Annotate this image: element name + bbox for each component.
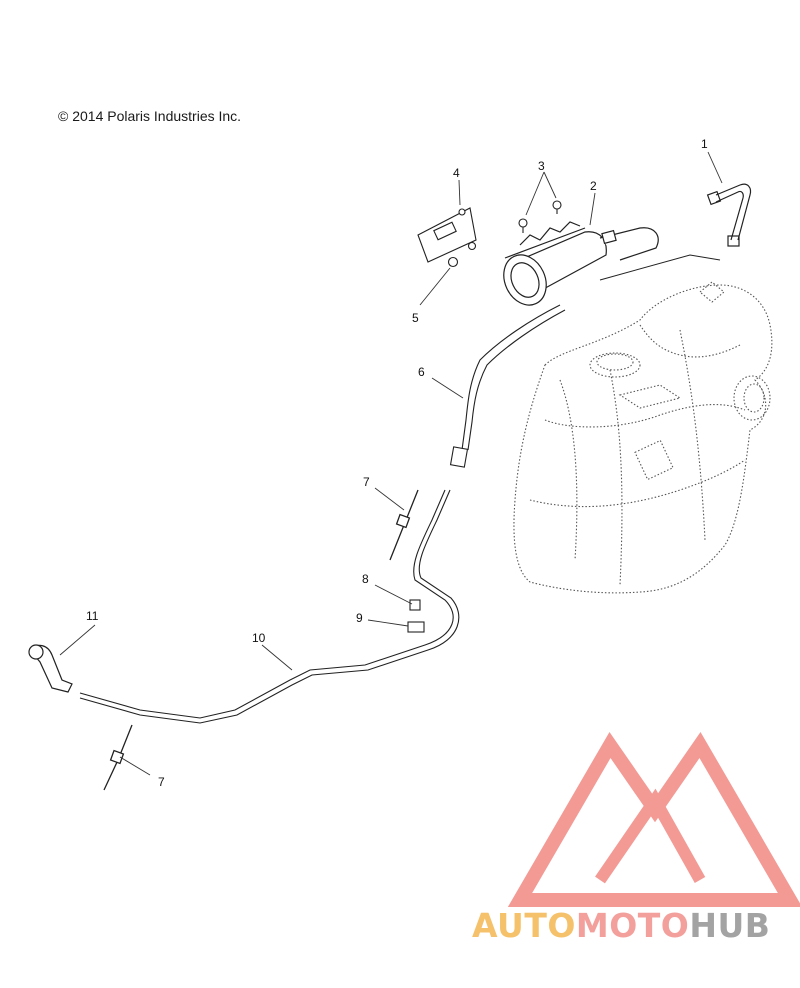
- callout-9: 9: [356, 611, 363, 625]
- callout-10: 10: [252, 631, 266, 645]
- copyright-notice: © 2014 Polaris Industries Inc.: [58, 108, 242, 124]
- part-2-canister: [503, 221, 659, 306]
- watermark-moto: MOTO: [575, 906, 690, 945]
- watermark-text: AUTOMOTOHUB: [472, 906, 770, 945]
- canister-tank-line: [599, 254, 721, 281]
- callout-7-upper: 7: [363, 475, 370, 489]
- watermark-hub: HUB: [689, 906, 771, 945]
- callout-11: 11: [86, 609, 99, 623]
- part-10-fuel-line: [79, 489, 460, 724]
- callout-5: 5: [412, 311, 419, 325]
- callout-7-lower: 7: [158, 775, 165, 789]
- part-3-screws: [518, 200, 562, 233]
- part-1-vent-hose: [706, 183, 752, 247]
- callout-4: 4: [453, 166, 460, 180]
- part-11-connector: [28, 644, 73, 693]
- callout-8: 8: [362, 572, 369, 586]
- callout-3: 3: [538, 159, 545, 173]
- part-5-nut: [447, 241, 477, 268]
- leader-lines: [59, 151, 723, 776]
- watermark-auto: AUTO: [472, 906, 576, 945]
- part-7-cable-ties: [103, 489, 419, 791]
- callout-1: 1: [701, 137, 708, 151]
- part-6-hose: [449, 304, 566, 468]
- part-4-bracket: [417, 207, 477, 263]
- fuel-tank: [513, 281, 773, 594]
- callout-6: 6: [418, 365, 425, 379]
- callout-2: 2: [590, 179, 597, 193]
- part-8-9-clips: [407, 599, 425, 633]
- watermark-logo-mark: [507, 731, 800, 907]
